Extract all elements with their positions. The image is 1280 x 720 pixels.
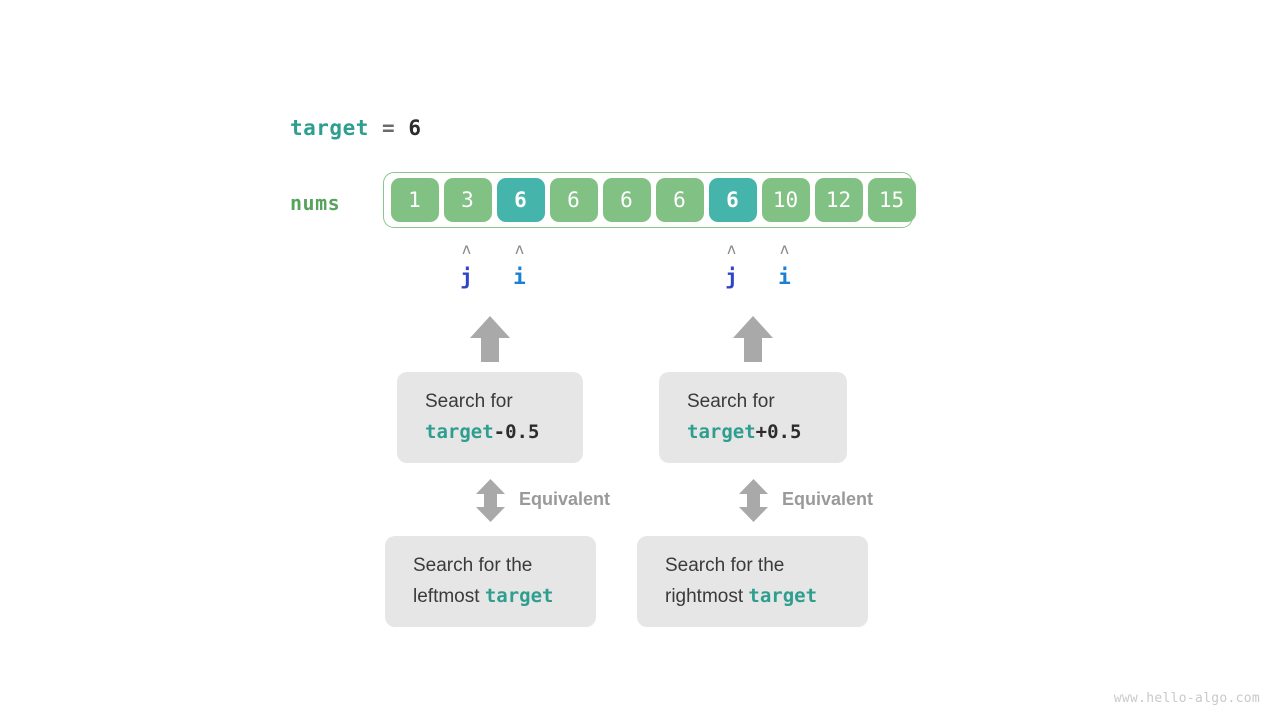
arrow-double-right	[737, 478, 770, 528]
arrow-up-left-icon	[470, 316, 510, 362]
pointer-name: i	[513, 265, 526, 289]
nums-label: nums	[290, 191, 341, 215]
array-cell: 15	[867, 178, 916, 222]
arrow-up-left	[468, 314, 512, 369]
arrow-up-right-icon	[733, 316, 773, 362]
left-upper-box-delta: -0.5	[493, 421, 540, 443]
left-upper-box-line1: Search for	[425, 391, 513, 412]
array-cell: 6	[602, 178, 651, 222]
right-lower-box-var: target	[748, 585, 818, 607]
array-cell: 6	[708, 178, 757, 222]
right-upper-box-line2: target+0.5	[687, 417, 819, 448]
right-lower-box-line1: Search for the	[665, 555, 785, 576]
watermark: www.hello-algo.com	[1113, 691, 1260, 706]
pointer-caret-icon: ʌ	[461, 240, 472, 258]
arrow-up-right	[731, 314, 775, 369]
array-cell: 6	[496, 178, 545, 222]
left-upper-box-var: target	[425, 421, 494, 443]
pointer-caret-icon: ʌ	[779, 240, 790, 258]
left-lower-box: Search for the leftmost target	[385, 536, 596, 627]
left-upper-box-line2: target-0.5	[425, 417, 555, 448]
left-lower-box-line1: Search for the	[413, 555, 533, 576]
left-lower-box-var: target	[484, 585, 554, 607]
target-value: 6	[408, 116, 422, 140]
pointer-name: i	[778, 265, 791, 289]
pointer-name: j	[460, 265, 473, 289]
target-variable-name: target	[290, 116, 369, 140]
array-cell: 3	[443, 178, 492, 222]
right-upper-box: Search for target+0.5	[659, 372, 847, 463]
pointer-caret-icon: ʌ	[514, 240, 525, 258]
array-cell: 6	[655, 178, 704, 222]
left-lower-box-prefix: leftmost	[413, 586, 485, 607]
array-cell: 6	[549, 178, 598, 222]
equivalent-label-left: Equivalent	[519, 489, 611, 509]
pointer-name: j	[725, 265, 738, 289]
right-lower-box-prefix: rightmost	[665, 586, 749, 607]
right-upper-box-delta: +0.5	[755, 421, 802, 443]
array-cell: 12	[814, 178, 863, 222]
pointer-caret-icon: ʌ	[726, 240, 737, 258]
left-lower-box-line2: leftmost target	[413, 581, 568, 612]
array-cell: 10	[761, 178, 810, 222]
right-lower-box: Search for the rightmost target	[637, 536, 868, 627]
right-upper-box-var: target	[687, 421, 756, 443]
assignment-operator: =	[382, 116, 396, 140]
double-arrow-left-icon	[476, 479, 505, 522]
target-declaration: target = 6	[290, 113, 421, 143]
right-upper-box-line1: Search for	[687, 391, 775, 412]
equivalent-label-right: Equivalent	[782, 489, 874, 509]
double-arrow-right-icon	[739, 479, 768, 522]
array-cell: 1	[390, 178, 439, 222]
arrow-double-left	[474, 478, 507, 528]
left-upper-box: Search for target-0.5	[397, 372, 583, 463]
right-lower-box-line2: rightmost target	[665, 581, 840, 612]
